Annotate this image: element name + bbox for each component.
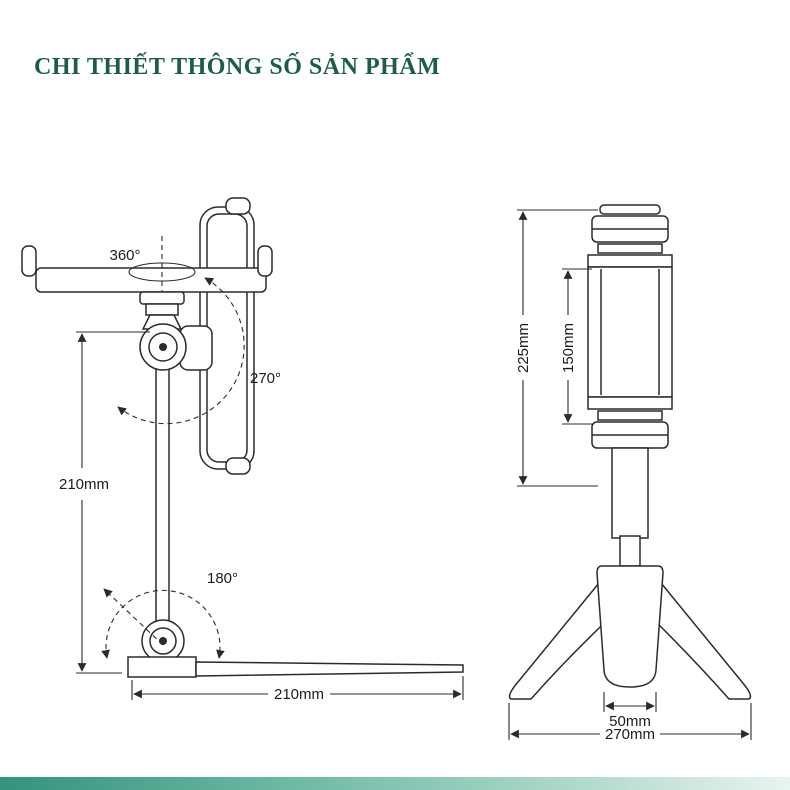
support-pole xyxy=(155,359,170,627)
height-dim-label: 210mm xyxy=(59,476,109,493)
tray-left-hook xyxy=(21,245,37,277)
rotation-270-arc xyxy=(117,277,245,425)
grip-width-dimension: 50mm xyxy=(603,692,657,730)
base-joint-plate xyxy=(127,656,197,678)
handle-grip xyxy=(596,565,664,688)
rotation-180-arc xyxy=(101,589,225,659)
rotation-180-indicator: 180° xyxy=(101,570,238,659)
overall-height-dimension: 225mm xyxy=(515,209,598,487)
bottom-joint xyxy=(141,619,185,663)
tower-joint-block xyxy=(619,535,641,567)
left-diagram: 360° 270° xyxy=(21,197,464,703)
rotation-180-label: 180° xyxy=(207,570,238,587)
stem-top xyxy=(139,291,185,305)
tripod-legs xyxy=(508,570,752,700)
height-dimension: 210mm xyxy=(59,331,150,674)
phone-clamp-tower xyxy=(587,204,673,567)
oh-dim-label: 225mm xyxy=(515,323,532,373)
tripod-left-leg xyxy=(508,570,619,700)
rotation-180-ray xyxy=(103,588,164,646)
base-length-dimension: 210mm xyxy=(131,676,464,703)
tower-thin-b xyxy=(597,410,663,421)
base-width-dimension: 270mm xyxy=(508,703,752,743)
clamp-height-dimension: 150mm xyxy=(560,268,592,425)
page-title: CHI THIẾT THÔNG SỐ SẢN PHẨM xyxy=(34,54,441,80)
base-arm xyxy=(195,661,464,677)
clamp-top-claw xyxy=(225,197,251,215)
tripod-right-leg xyxy=(643,570,752,700)
rotation-270-label: 270° xyxy=(250,370,281,387)
tower-flange-top xyxy=(587,254,673,268)
bottom-joint-dot xyxy=(159,637,167,645)
rotation-360-label: 360° xyxy=(109,247,140,264)
gw-dim-label: 50mm xyxy=(609,713,651,730)
tower-top-cap xyxy=(599,204,661,215)
base-dim-label: 210mm xyxy=(274,686,324,703)
ch-dim-label: 150mm xyxy=(560,323,577,373)
tower-flange-bottom xyxy=(587,396,673,410)
clamp-bottom-claw xyxy=(225,457,251,475)
base-plate xyxy=(127,656,464,678)
rotation-270-indicator: 270° xyxy=(117,277,281,425)
tower-thin-a xyxy=(597,243,663,254)
bw-dim-label: 270mm xyxy=(605,726,655,743)
tower-body xyxy=(587,266,673,398)
right-diagram: 225mm 150mm 50mm xyxy=(508,204,752,743)
ball-joint xyxy=(139,323,213,371)
tray-right-hook xyxy=(257,245,273,277)
tower-pole xyxy=(611,447,649,539)
joint-center-dot xyxy=(159,343,167,351)
footer-accent-bar xyxy=(0,777,790,790)
stem-mid xyxy=(145,303,179,316)
